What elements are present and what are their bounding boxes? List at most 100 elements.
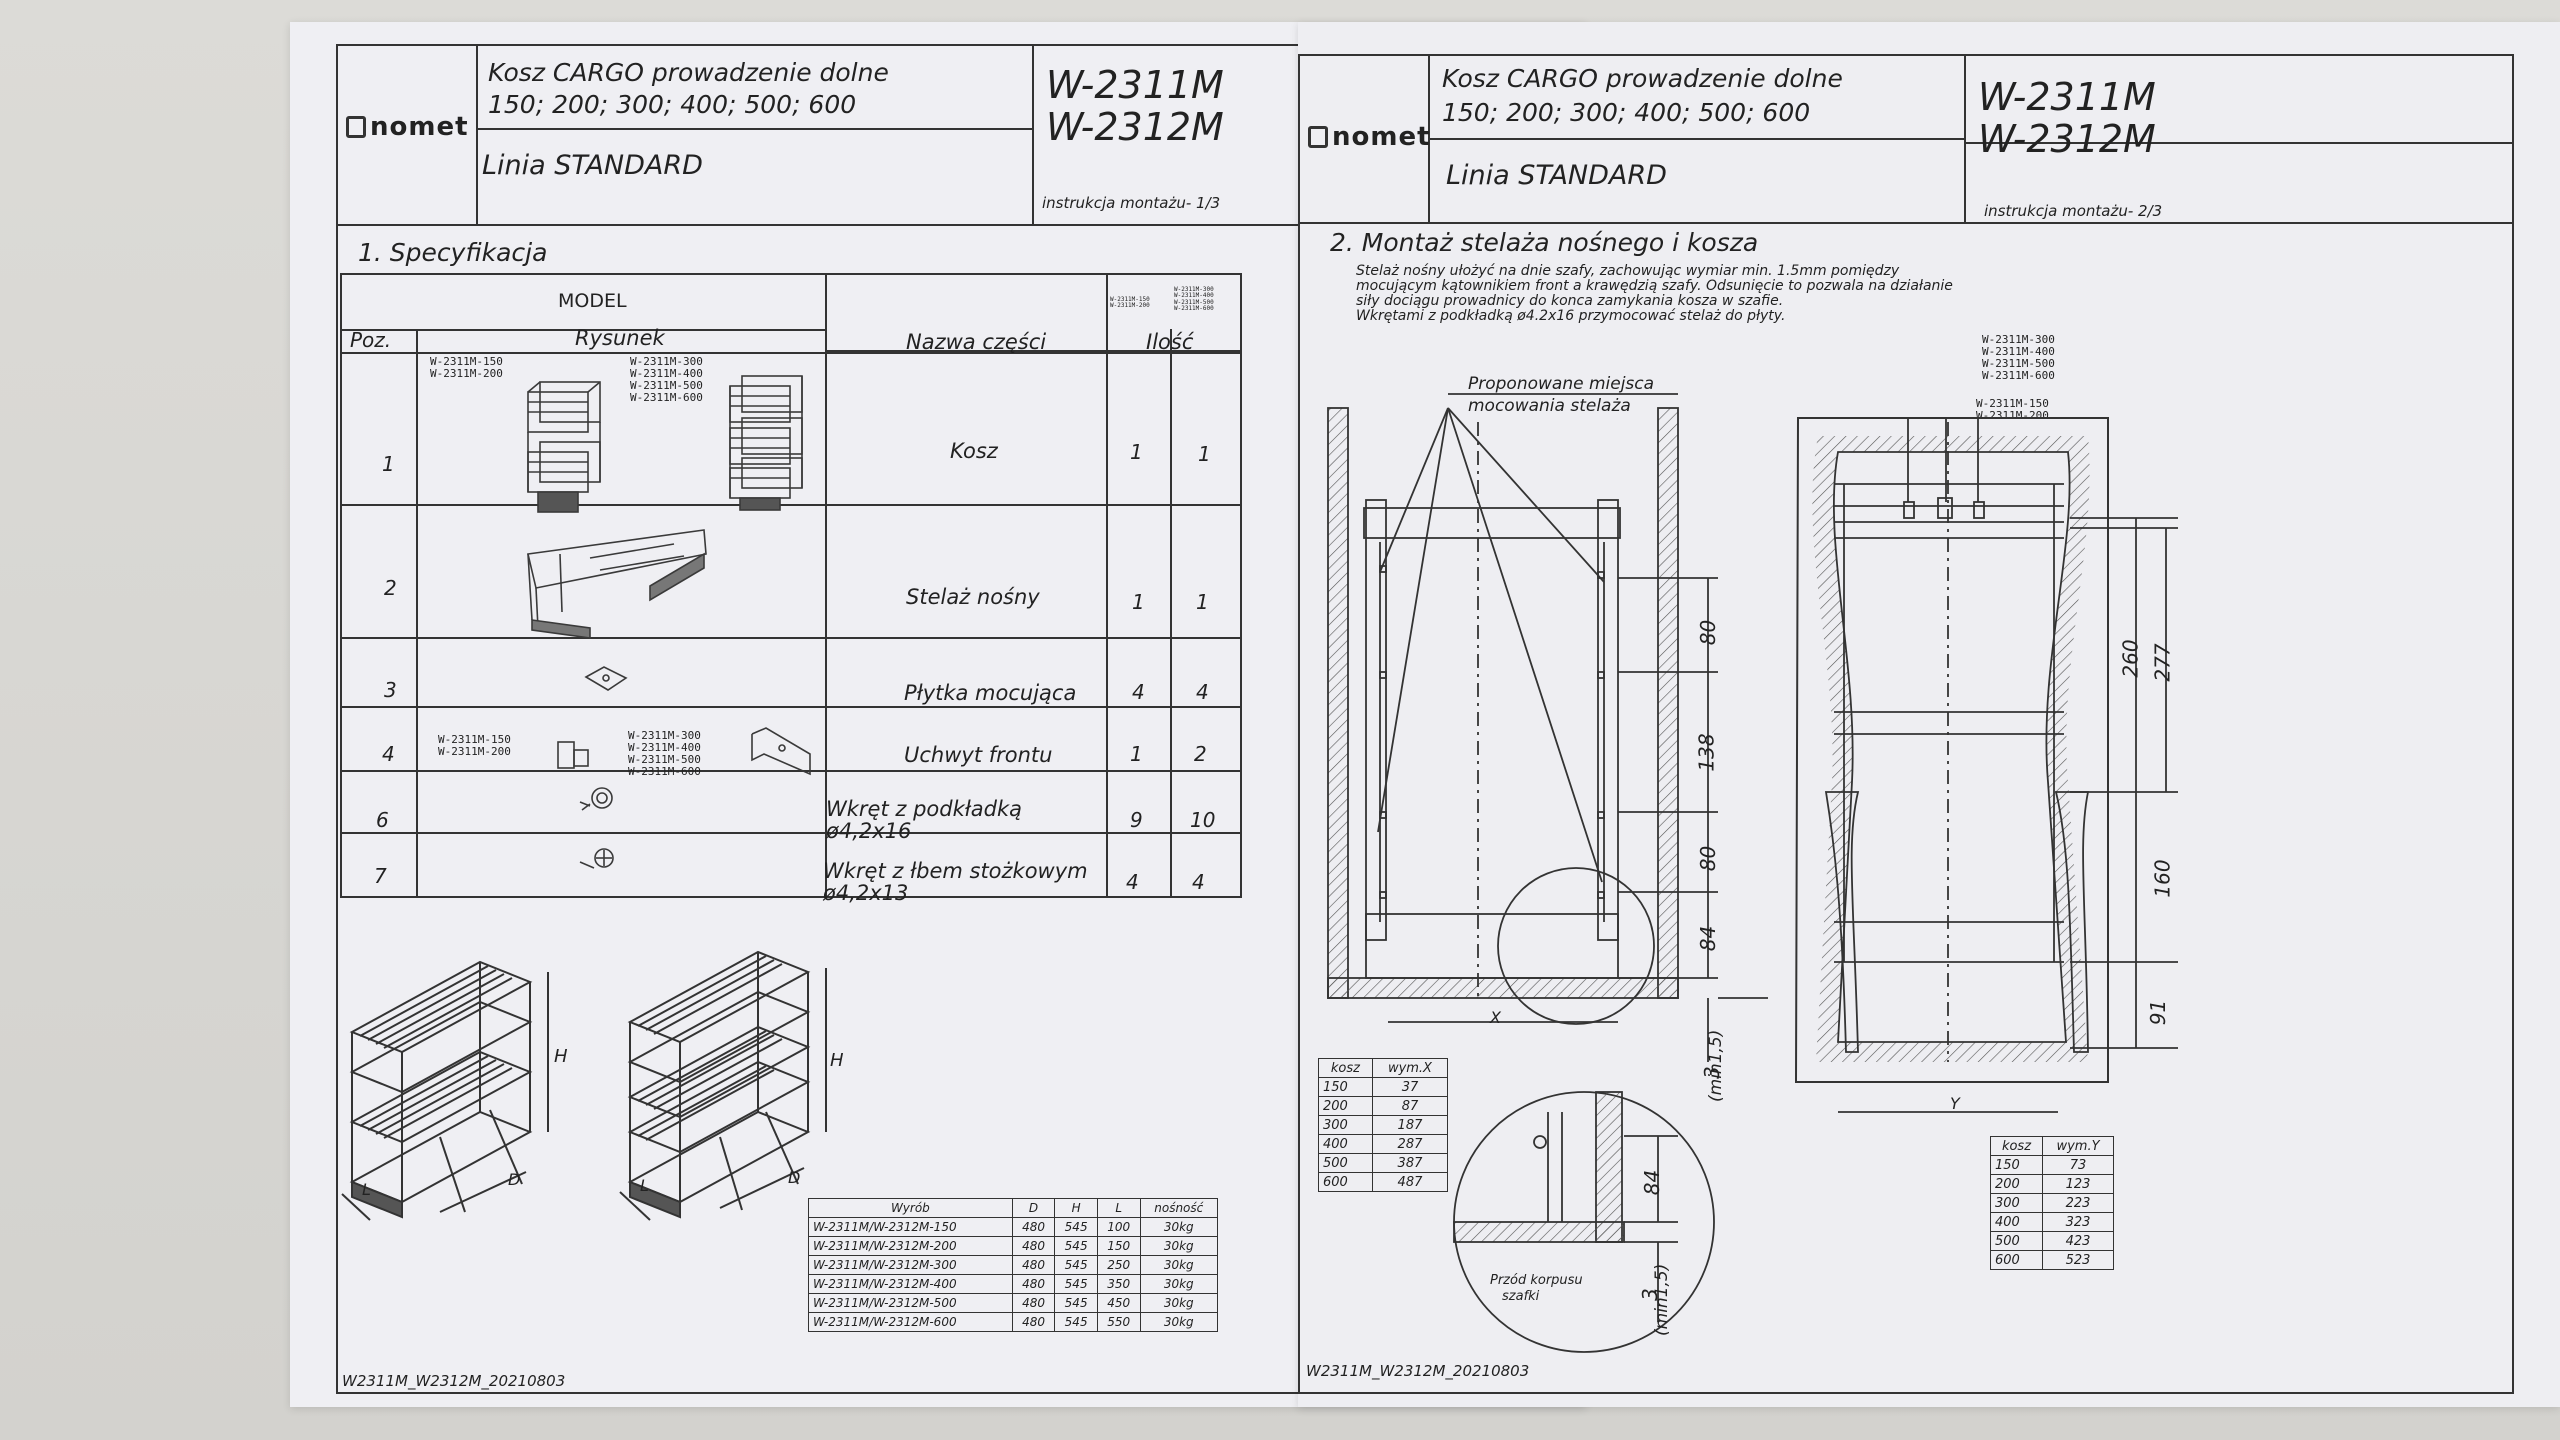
row-name: Wkręt z łbem stożkowym bbox=[823, 859, 1088, 883]
doc-title: Kosz CARGO prowadzenie dolne bbox=[1442, 64, 1843, 93]
instruction-line: mocującym kątownikiem front a krawędzią … bbox=[1356, 278, 1953, 294]
table-header-cell: nośność bbox=[1139, 1198, 1219, 1218]
assembly-drawing bbox=[1327, 393, 2178, 1353]
section-title: 2. Montaż stelaża nośnego i kosza bbox=[1330, 228, 1759, 257]
parts-table bbox=[340, 273, 1242, 898]
code-text: W-2311M-200 bbox=[438, 744, 511, 758]
dim-y-label: Y bbox=[1950, 1094, 1960, 1113]
table-cell: 150 bbox=[1096, 1236, 1141, 1256]
doc-sizes: 150; 200; 300; 400; 500; 600 bbox=[1442, 98, 1811, 127]
front-label: Przód korpusu bbox=[1490, 1273, 1583, 1288]
table-cell: 30kg bbox=[1139, 1274, 1219, 1294]
table-cell: 100 bbox=[1096, 1217, 1141, 1237]
title-divider bbox=[1964, 142, 2514, 144]
table-cell: 480 bbox=[1011, 1255, 1056, 1275]
code-text: W-2311M-600 bbox=[1982, 369, 2055, 382]
instruction-sheet-2: nomet Kosz CARGO prowadzenie dolne 150; … bbox=[1298, 22, 2560, 1407]
cabinet-section-left bbox=[1327, 393, 1768, 1062]
header-rysunek: Rysunek bbox=[575, 326, 665, 350]
instruction-page: instrukcja montażu- 2/3 bbox=[1984, 202, 2163, 220]
code-text: W-2311M-600 bbox=[628, 765, 701, 778]
table-cell: 150 bbox=[1318, 1077, 1373, 1097]
row-qty: 9 bbox=[1130, 808, 1143, 832]
table-line bbox=[825, 350, 1242, 352]
code-text: W-2311M-300 bbox=[630, 355, 703, 368]
instruction-text: Stelaż nośny ułożyć na dnie szafy, zacho… bbox=[1356, 264, 1953, 324]
basket-small-drawing bbox=[527, 381, 601, 513]
table-cell: 545 bbox=[1054, 1236, 1098, 1256]
table-cell: 30kg bbox=[1139, 1293, 1219, 1313]
table-cell: 250 bbox=[1096, 1255, 1141, 1275]
doc-title: Kosz CARGO prowadzenie dolne bbox=[488, 58, 889, 87]
dim-x-label: X bbox=[1490, 1008, 1501, 1027]
table-line bbox=[340, 637, 1242, 639]
table-cell: 300 bbox=[1990, 1193, 2043, 1213]
table-cell: 400 bbox=[1318, 1134, 1373, 1154]
table-cell: W-2311M/W-2312M-150 bbox=[808, 1217, 1013, 1237]
table-cell: 480 bbox=[1011, 1312, 1056, 1332]
code-text: W-2311M-600 bbox=[630, 391, 703, 404]
table-cell: 545 bbox=[1054, 1274, 1098, 1294]
code-text: W-2311M-400 bbox=[1982, 345, 2055, 358]
header-model: MODEL bbox=[558, 290, 627, 312]
table-cell: 200 bbox=[1318, 1096, 1373, 1116]
cabinet-section-right bbox=[1794, 417, 2178, 1113]
row-name: Stelaż nośny bbox=[906, 585, 1040, 609]
code-text: W-2311M-600 bbox=[1174, 304, 1214, 312]
row-qty: 1 bbox=[1198, 442, 1211, 466]
footer-code: W2311M_W2312M_20210803 bbox=[1306, 1362, 1530, 1380]
dim-84: 84 bbox=[1696, 925, 1721, 952]
table-cell: 350 bbox=[1096, 1274, 1141, 1294]
table-cell: 545 bbox=[1054, 1217, 1098, 1237]
code-text: W-2311M-500 bbox=[1982, 357, 2055, 370]
table-cell: 287 bbox=[1371, 1134, 1449, 1154]
table-cell: W-2311M/W-2312M-600 bbox=[808, 1312, 1013, 1332]
table-header-cell: D bbox=[1011, 1198, 1056, 1218]
detail-dim-84: 84 bbox=[1640, 1169, 1665, 1196]
code-text: W-2311M-150 bbox=[430, 355, 503, 368]
proposed-label: mocowania stelaża bbox=[1468, 396, 1631, 416]
row-poz: 3 bbox=[384, 678, 397, 702]
instruction-page: instrukcja montażu- 1/3 bbox=[1042, 194, 1221, 212]
product-line: Linia STANDARD bbox=[482, 150, 703, 181]
logo-text: nomet bbox=[1332, 122, 1431, 152]
frame-drawing bbox=[527, 529, 707, 639]
table-line bbox=[340, 706, 1242, 708]
table-header-cell: H bbox=[1054, 1198, 1098, 1218]
footer-code: W2311M_W2312M_20210803 bbox=[342, 1372, 566, 1390]
row-qty: 1 bbox=[1130, 440, 1143, 464]
code-text: W-2311M-400 bbox=[1174, 292, 1214, 300]
table-cell: 400 bbox=[1990, 1212, 2043, 1232]
nomet-logo: nomet bbox=[346, 112, 469, 142]
table-header-cell: wym.Y bbox=[2041, 1136, 2115, 1156]
table-line bbox=[340, 329, 826, 331]
table-line bbox=[340, 770, 1242, 772]
table-cell: 500 bbox=[1990, 1231, 2043, 1251]
code-text: W-2311M-300 bbox=[1982, 333, 2055, 346]
row-poz: 4 bbox=[382, 742, 395, 766]
table-cell: 30kg bbox=[1139, 1236, 1219, 1256]
section-title: 1. Specyfikacja bbox=[358, 238, 548, 267]
row-qty: 4 bbox=[1192, 870, 1205, 894]
code-text: W-2311M-150 bbox=[1976, 397, 2049, 410]
product-code: W-2312M bbox=[1978, 117, 2156, 161]
front-label: szafki bbox=[1502, 1289, 1540, 1304]
title-divider bbox=[336, 224, 1548, 226]
table-cell: 550 bbox=[1096, 1312, 1141, 1332]
row-qty: 1 bbox=[1196, 590, 1209, 614]
table-cell: 150 bbox=[1990, 1155, 2043, 1175]
table-cell: 30kg bbox=[1139, 1312, 1219, 1332]
